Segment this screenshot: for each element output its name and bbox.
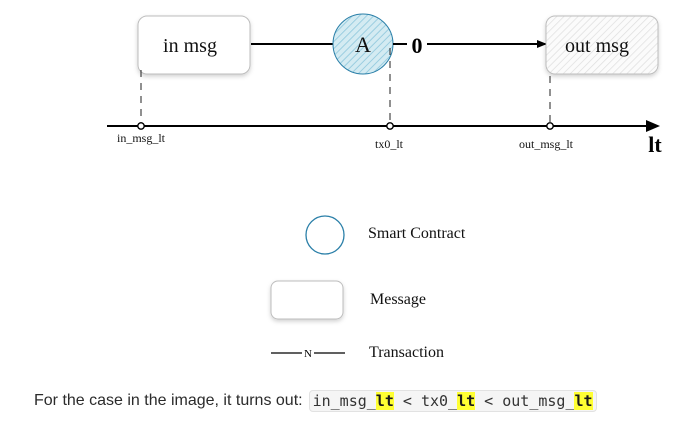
formula-highlight-3: lt bbox=[574, 392, 593, 410]
smart-contract-node: A bbox=[332, 13, 394, 75]
in-msg-box: in msg bbox=[137, 15, 251, 75]
legend-transaction-symbol: N bbox=[304, 348, 312, 360]
axis-label: lt bbox=[648, 132, 662, 157]
legend-message-icon bbox=[270, 280, 344, 320]
out-msg-label: out msg bbox=[565, 35, 629, 57]
formula-highlight-2: lt bbox=[457, 392, 476, 410]
formula-part-3: < out_msg_ bbox=[475, 392, 575, 410]
legend: Smart Contract Message N Transaction bbox=[270, 215, 466, 361]
formula-highlight-1: lt bbox=[375, 392, 394, 410]
legend-message-label: Message bbox=[370, 291, 426, 308]
out-msg-lt-label: out_msg_lt bbox=[519, 137, 574, 151]
in-msg-label: in msg bbox=[163, 35, 217, 57]
diagram: in msg A 0 out msg lt in_msg_lt tx0_lt o… bbox=[107, 13, 662, 361]
legend-transaction-label: Transaction bbox=[369, 344, 444, 361]
legend-smart-contract-label: Smart Contract bbox=[368, 225, 466, 242]
lt-axis-arrowhead bbox=[646, 120, 660, 132]
in-msg-lt-label: in_msg_lt bbox=[117, 131, 166, 145]
tx0-lt-label: tx0_lt bbox=[375, 137, 404, 151]
lt-inequality-code: in_msg_lt < tx0_lt < out_msg_lt bbox=[308, 390, 597, 412]
transaction-symbol: 0 bbox=[412, 33, 423, 58]
in-msg-lt-tick bbox=[137, 122, 145, 130]
formula-part-2: < tx0_ bbox=[393, 392, 458, 410]
caption-text: For the case in the image, it turns out: bbox=[34, 392, 303, 409]
caption: For the case in the image, it turns out:… bbox=[34, 390, 597, 412]
out-msg-box: out msg bbox=[545, 15, 659, 75]
contract-label: A bbox=[355, 32, 371, 57]
out-msg-lt-tick bbox=[546, 122, 554, 130]
formula-part-1: in_msg_ bbox=[312, 392, 376, 410]
tx0-lt-tick bbox=[386, 122, 394, 130]
legend-smart-contract-icon bbox=[305, 215, 345, 255]
